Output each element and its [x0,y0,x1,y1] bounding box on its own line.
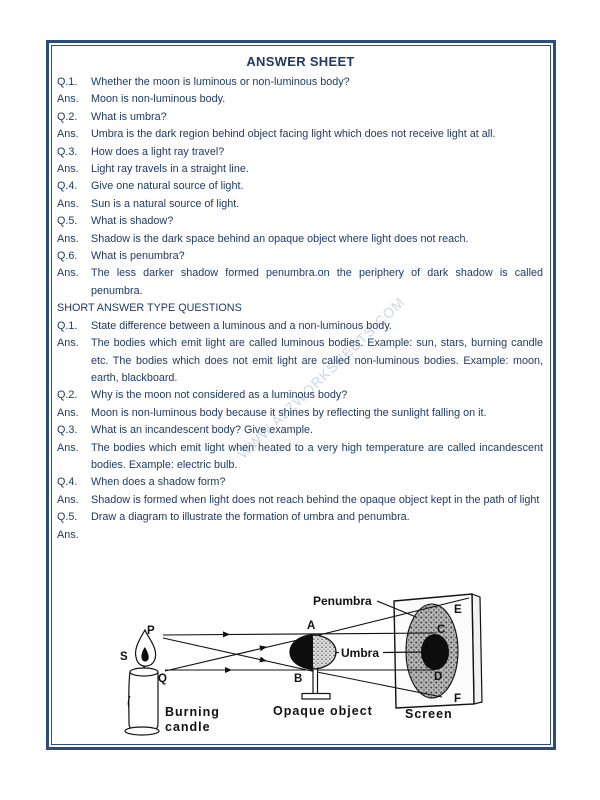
qa-row: Ans. Sun is a natural source of light. [57,196,544,213]
qa-label: Q.5. [57,215,78,228]
qa-text: Shadow is formed when light does not rea… [91,493,540,506]
burning-candle-caption-line2: candle [165,720,211,734]
point-a-label: A [307,620,315,632]
qa-row: Q.1. Whether the moon is luminous or non-… [57,74,544,91]
burning-candle-shape [124,628,160,736]
qa-text: The less darker shadow formed penumbra.o… [91,267,543,297]
qa-label: Ans. [57,406,79,419]
umbra-label: Umbra [341,646,379,660]
burning-candle-caption-line1: Burning [165,705,220,719]
qa-text: Umbra is the dark region behind object f… [91,128,496,141]
qa-label: Q.2. [57,389,78,402]
point-b-label: B [294,673,302,685]
qa-label: Ans. [57,163,79,176]
screen-caption: Screen [405,707,453,721]
qa-row: Q.1. State difference between a luminous … [57,318,544,335]
qa-label: Q.2. [57,110,78,123]
qa-text: Moon is non-luminous body. [91,93,226,106]
qa-label: Q.5. [57,511,78,524]
qa-label: Ans. [57,267,79,280]
qa-row: Ans. Light ray travels in a straight line… [57,161,544,178]
qa-row: Q.3. How does a light ray travel? [57,144,544,161]
qa-text: How does a light ray travel? [91,145,225,158]
qa-label: Q.1. [57,76,78,88]
qa-row: Ans. Moon is non-luminous body because it… [57,405,544,422]
qa-text: What is umbra? [91,110,167,123]
penumbra-label: Penumbra [313,594,372,608]
qa-row: Ans. [57,527,544,544]
qa-label: Ans. [57,128,79,141]
qa-row: Ans. The bodies which emit light are call… [57,335,544,387]
qa-row: Q.3. What is an incandescent body? Give e… [57,422,544,439]
point-p-label: P [147,625,155,637]
qa-label: Ans. [57,93,79,106]
qa-row: Ans. Shadow is formed when light does not… [57,492,544,509]
qa-text: When does a shadow form? [91,476,226,489]
qa-row: Ans. Moon is non-luminous body. [57,91,544,108]
qa-row: Q.5. Draw a diagram to illustrate the for… [57,509,544,526]
qa-text [91,527,544,544]
opaque-object-shape [289,634,337,700]
qa-text: The bodies which emit light when heated … [91,441,543,471]
qa-label: Q.1. [57,319,78,332]
opaque-object-caption: Opaque object [273,704,373,718]
page-border: ANSWER SHEET Q.1. Whether the moon is lum… [46,40,556,750]
umbra-penumbra-diagram: Penumbra Umbra S P Q A B C D E F Burning… [120,593,483,736]
qa-row: Ans. Shadow is the dark space behind an o… [57,231,544,248]
qa-text: Moon is non-luminous body because it shi… [91,406,487,419]
qa-label: Ans. [57,528,79,541]
qa-label: Ans. [57,337,79,350]
qa-label: Q.3. [57,145,78,158]
section-heading: SHORT ANSWER TYPE QUESTIONS [57,302,242,315]
qa-text: Give one natural source of light. [91,180,244,193]
qa-text: State difference between a luminous and … [91,319,392,332]
qa-label: Ans. [57,232,79,245]
qa-text: What is shadow? [91,215,174,228]
qa-text: Shadow is the dark space behind an opaqu… [91,232,469,245]
qa-row: Q.4. Give one natural source of light. [57,178,544,195]
qa-text: What is penumbra? [91,250,185,263]
qa-text: Whether the moon is luminous or non-lumi… [91,76,350,88]
qa-text: Light ray travels in a straight line. [91,163,249,176]
qa-row: Q.4. When does a shadow form? [57,474,544,491]
qa-label: Ans. [57,493,79,506]
qa-row: Q.2. What is umbra? [57,109,544,126]
point-s-label: S [120,651,128,663]
point-e-label: E [454,604,462,616]
umbra-region [421,634,449,670]
point-d-label: D [434,671,442,683]
point-f-label: F [454,693,461,705]
qa-row: Q.2. Why is the moon not considered as a … [57,387,544,404]
qa-label: Q.4. [57,476,78,489]
qa-text: What is an incandescent body? Give examp… [91,424,314,437]
page-title: ANSWER SHEET [246,54,355,69]
qa-text: Why is the moon not considered as a lumi… [91,389,348,402]
flame-shape [134,628,157,667]
qa-row: Q.6. What is penumbra? [57,248,544,265]
screen-shape [393,593,483,709]
qa-label: Q.3. [57,424,78,437]
qa-label: Ans. [57,197,79,210]
page-inner-border: ANSWER SHEET Q.1. Whether the moon is lum… [51,45,551,745]
qa-text: The bodies which emit light are called l… [91,337,543,384]
label-pointer-lines [335,600,423,654]
qa-text: Sun is a natural source of light. [91,197,240,210]
qa-label: Q.6. [57,250,78,263]
qa-label: Ans. [57,441,79,454]
qa-row: Q.5. What is shadow? [57,213,544,230]
qa-row: Ans. The less darker shadow formed penumb… [57,265,544,300]
point-c-label: C [437,624,445,636]
qa-text: Draw a diagram to illustrate the formati… [91,511,410,524]
qa-rows: Q.1. Whether the moon is luminous or non-… [57,74,544,544]
qa-label: Q.4. [57,180,78,193]
point-q-label: Q [158,673,167,685]
qa-row: Ans. The bodies which emit light when hea… [57,440,544,475]
ray-arrowheads [223,631,267,673]
qa-row: Ans. Umbra is the dark region behind obje… [57,126,544,143]
